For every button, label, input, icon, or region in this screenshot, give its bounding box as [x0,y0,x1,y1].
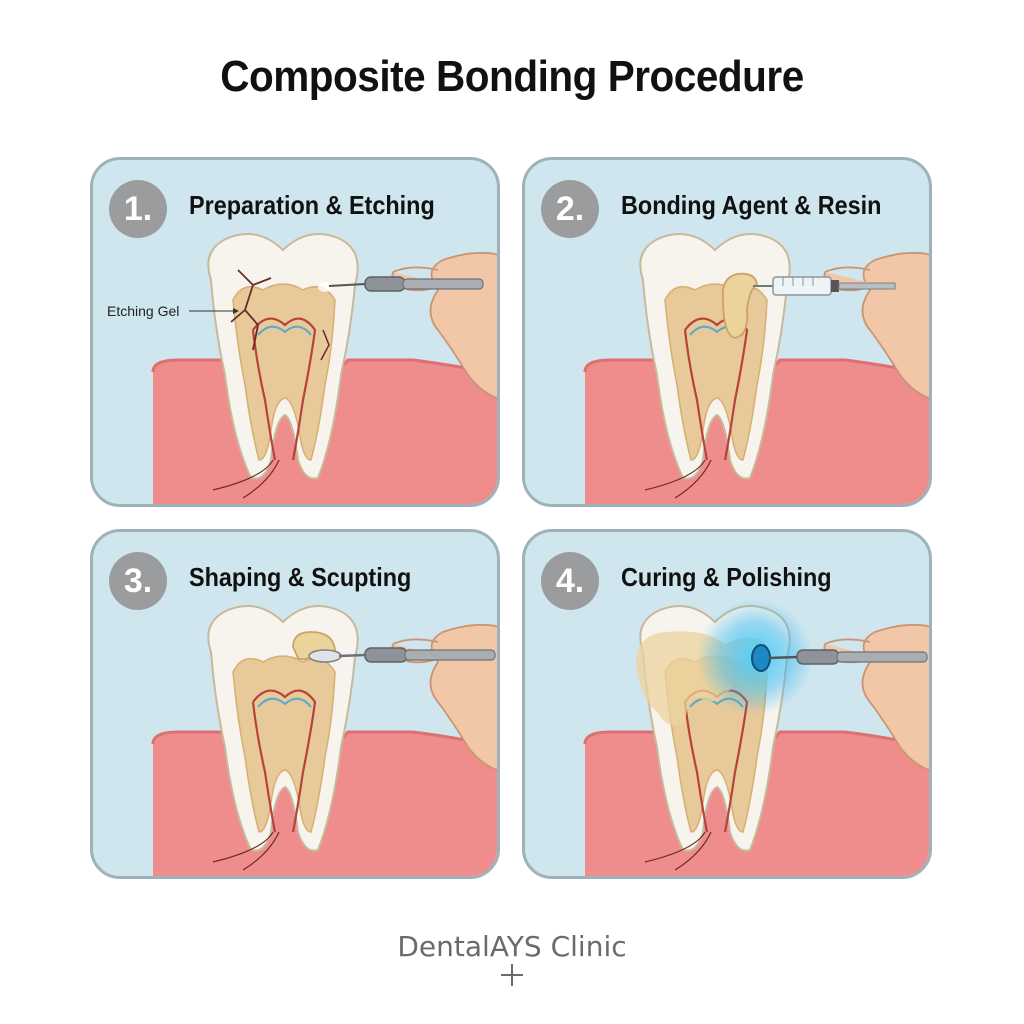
step-panel-4: 4. Curing & Polishing [522,529,932,879]
step-title: Preparation & Etching [189,190,435,221]
plus-icon [497,960,527,990]
step-number-badge: 2. [541,180,599,238]
step-number-badge: 1. [109,180,167,238]
clinic-name: DentalAYS Clinic [0,930,1024,963]
etching-gel-label: Etching Gel [107,303,179,319]
page-title: Composite Bonding Procedure [41,52,983,102]
step-number-badge: 4. [541,552,599,610]
step-title: Curing & Polishing [621,562,832,593]
step-panel-3: 3. Shaping & Scupting [90,529,500,879]
step-panel-1: 1. Preparation & Etching Etching Gel [90,157,500,507]
step-title: Shaping & Scupting [189,562,411,593]
step-panel-2: 2. Bonding Agent & Resin [522,157,932,507]
step-title: Bonding Agent & Resin [621,190,881,221]
step-number-badge: 3. [109,552,167,610]
